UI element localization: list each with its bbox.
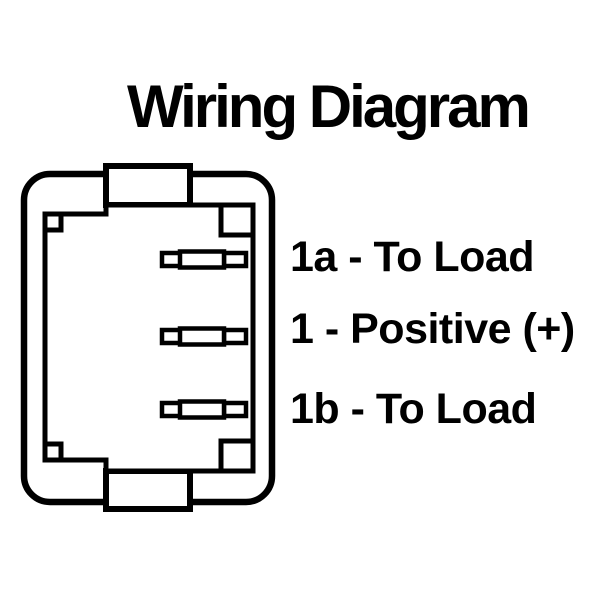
- terminal-pin-1b: [159, 399, 249, 420]
- pin-1b-middle-segment: [177, 399, 227, 420]
- terminal-label-1b: 1b - To Load: [290, 385, 537, 433]
- pin-1-middle-segment: [177, 326, 227, 347]
- page-title: Wiring Diagram: [127, 73, 531, 140]
- keying-notch-bottom-right: [218, 438, 256, 474]
- terminal-pin-1: [159, 326, 249, 347]
- mounting-tab-top: [103, 163, 193, 208]
- keying-notch-top-left: [42, 211, 64, 233]
- terminal-label-1a: 1a - To Load: [290, 233, 535, 281]
- keying-notch-bottom-left: [42, 441, 64, 463]
- terminal-label-1: 1 - Positive (+): [290, 305, 575, 353]
- terminal-pin-1a: [159, 249, 249, 270]
- pin-1a-middle-segment: [177, 249, 227, 270]
- mounting-tab-bottom: [103, 468, 193, 512]
- keying-notch-top-right: [218, 202, 256, 238]
